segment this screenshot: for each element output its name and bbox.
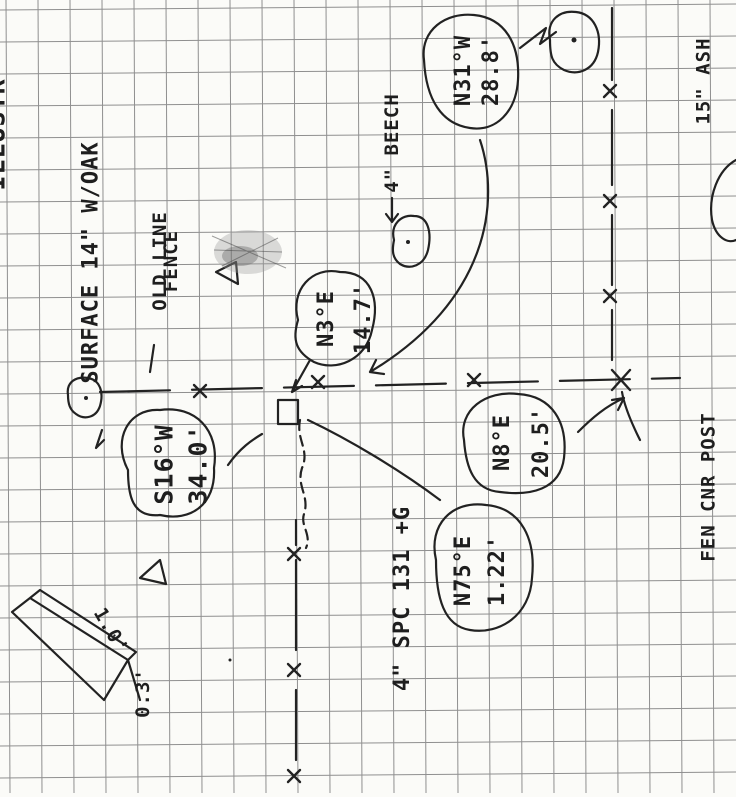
grid-line-horizontal xyxy=(0,195,736,203)
grid-line-horizontal xyxy=(0,771,736,779)
grid-line-horizontal xyxy=(0,611,736,619)
label-fen-cnr-post: FEN CNR POST xyxy=(697,412,720,562)
grid-line-horizontal xyxy=(0,579,736,587)
grid-line-horizontal xyxy=(0,483,736,491)
partial-circle-right xyxy=(710,158,736,243)
grid-line-vertical xyxy=(165,0,171,794)
grid-line-vertical xyxy=(261,0,267,794)
tree-circle-n8e xyxy=(462,392,566,495)
tree-n8e-distance: 20.5' xyxy=(529,406,555,479)
grid-line-vertical xyxy=(101,0,107,794)
grid-line-vertical xyxy=(133,0,139,794)
tree-circle-n3e xyxy=(294,269,376,367)
grid-line-vertical xyxy=(613,0,619,794)
signal-mark-top xyxy=(518,26,558,50)
grid-line-horizontal xyxy=(0,67,736,75)
grid-line-horizontal xyxy=(0,3,736,11)
grid-line-vertical xyxy=(69,0,75,794)
tree-n75e-distance: 1.22' xyxy=(485,534,511,607)
tree-circle-ash xyxy=(548,10,601,74)
grid-line-horizontal xyxy=(0,515,736,523)
tree-n31w-distance: 28.8' xyxy=(479,34,505,107)
tree-circle-beech xyxy=(391,214,431,268)
grid-line-horizontal xyxy=(0,355,736,363)
grid-line-vertical xyxy=(325,0,331,794)
grid-line-vertical xyxy=(421,0,427,794)
arrow-beech xyxy=(384,196,400,224)
grid-line-horizontal xyxy=(0,643,736,651)
corner-stake xyxy=(276,398,300,426)
label-rock-height: 0.3' xyxy=(131,668,154,718)
grid-line-horizontal xyxy=(0,707,736,715)
grid-line-horizontal xyxy=(0,131,736,139)
grid-line-vertical xyxy=(549,0,555,794)
grid-line-horizontal xyxy=(0,547,736,555)
fence-line-horizontal xyxy=(98,376,682,394)
arrow-fen-post xyxy=(620,390,642,442)
grid-line-vertical xyxy=(357,0,363,794)
grid-line-horizontal xyxy=(0,99,736,107)
arrow-n31w xyxy=(368,138,490,376)
label-spc: 4" SPC 131 +G xyxy=(390,505,416,692)
grid-line-vertical xyxy=(645,0,651,794)
barbed-wire-line xyxy=(298,418,309,550)
label-beech: 4" BEECH xyxy=(380,93,403,193)
rock-sketch xyxy=(10,588,142,702)
fence-x-markers xyxy=(192,83,632,784)
grid-line-horizontal xyxy=(0,323,736,331)
tree-center-dots xyxy=(84,37,577,662)
leader-n75e xyxy=(306,418,442,502)
tree-circle-n31w xyxy=(422,13,520,130)
grid-line-vertical xyxy=(229,0,235,794)
leader-oak xyxy=(148,343,156,374)
tree-n8e-bearing: N8°E xyxy=(489,414,515,471)
label-fence-line: FENCE xyxy=(160,229,183,293)
grid-line-vertical xyxy=(581,0,587,794)
grid-line-vertical xyxy=(453,0,459,794)
grid-line-vertical xyxy=(389,0,395,794)
triangle-mark-center xyxy=(214,260,240,286)
tree-s16w-bearing: S16°W xyxy=(149,424,179,505)
grid-line-horizontal xyxy=(0,259,736,267)
grid-line-horizontal xyxy=(0,227,736,235)
tree-n75e-bearing: N75°E xyxy=(451,534,477,607)
grid-line-horizontal xyxy=(0,35,736,43)
tree-circle-s16w xyxy=(120,408,216,518)
arrow-surface xyxy=(94,428,106,450)
grid-line-horizontal xyxy=(0,419,736,427)
grid-line-horizontal xyxy=(0,739,736,747)
triangle-mark-left xyxy=(138,558,168,586)
pencil-smudge xyxy=(211,230,287,274)
grid-line-horizontal xyxy=(0,163,736,171)
tree-n31w-bearing: N31°W xyxy=(451,34,477,107)
grid-line-vertical xyxy=(293,0,299,794)
arrow-n8e xyxy=(576,396,626,434)
arrow-s16w xyxy=(226,432,264,467)
leader-n3e xyxy=(290,358,312,394)
tree-s16w-distance: 34.0' xyxy=(183,424,213,505)
grid-line-vertical xyxy=(517,0,523,794)
grid-line-vertical xyxy=(677,0,683,794)
label-surface-oak: SURFACE 14" W/OAK xyxy=(78,141,104,384)
tree-circle-n75e xyxy=(433,503,534,632)
grid-line-vertical xyxy=(37,0,43,794)
grid-line-horizontal xyxy=(0,675,736,683)
grid-line-vertical xyxy=(197,0,203,794)
grid-line-vertical xyxy=(5,0,11,794)
header-text: ILLUSTR xyxy=(0,78,11,191)
tree-n3e-bearing: N3°E xyxy=(313,290,339,347)
tree-n3e-distance: 14.7' xyxy=(351,282,377,355)
tree-circle-surface xyxy=(66,376,103,419)
label-ash: 15" ASH xyxy=(692,37,715,125)
